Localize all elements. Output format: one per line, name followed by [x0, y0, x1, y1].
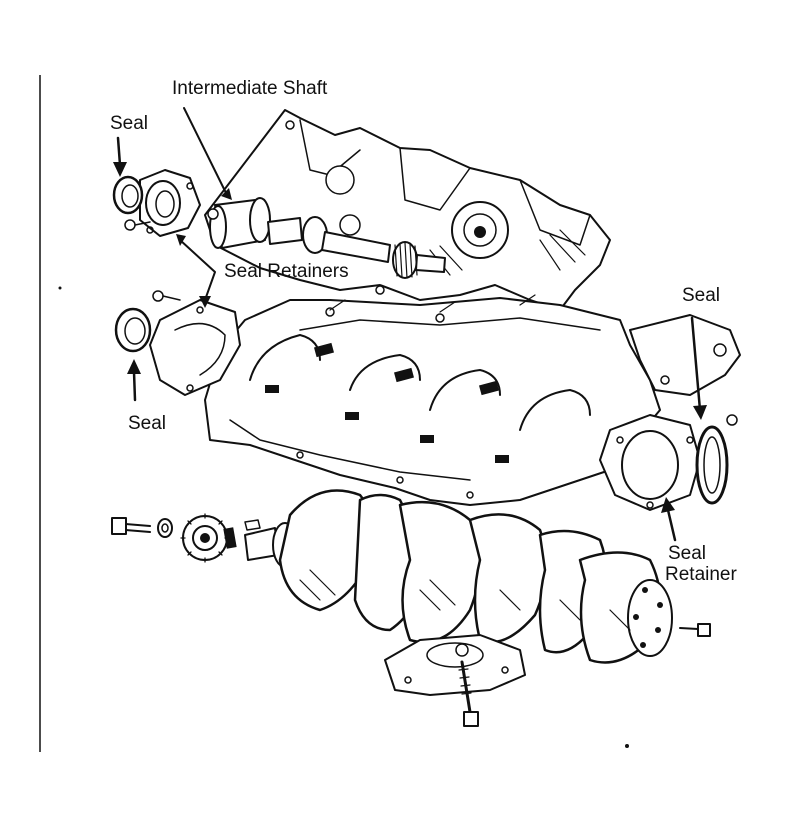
rear-retainer-bolt: [726, 414, 738, 426]
sprocket-washer: [157, 518, 173, 538]
crankshaft: [244, 489, 673, 664]
intermediate-shaft: [207, 197, 446, 279]
main-bearing-cap: [384, 634, 526, 696]
leader-seal-retainers: [176, 234, 216, 308]
sprocket-bolt: [111, 517, 151, 535]
engine-block: [204, 109, 611, 311]
arrow-seal-left: [127, 359, 141, 402]
arrow-seal-right: [690, 316, 707, 420]
intermediate-shaft-seal-retainer: [139, 169, 201, 237]
front-seal: [114, 307, 152, 353]
seal-label-left: Seal: [128, 413, 167, 434]
leader-intermediate-shaft: [183, 107, 232, 200]
intermediate-shaft-label: Intermediate Shaft: [172, 78, 328, 99]
intermediate-shaft-seal: [112, 175, 144, 215]
seal-label-top-left: Seal: [110, 113, 149, 134]
retainer-bolt-lower: [152, 290, 181, 302]
rear-seal: [695, 425, 729, 505]
crank-sprocket: [180, 513, 237, 563]
arrow-seal-top-left: [113, 136, 127, 177]
seal-label-right: Seal: [682, 285, 721, 306]
retainer-bolt: [124, 219, 151, 231]
crankcase-section: [204, 294, 741, 506]
front-seal-retainer: [149, 299, 241, 396]
rear-seal-retainer: [599, 414, 701, 511]
flange-bolt: [679, 623, 711, 637]
main-bearing-bolt: [458, 660, 479, 727]
seal-retainer-label-line2: Retainer: [665, 564, 737, 585]
arrow-seal-retainer: [661, 497, 677, 542]
woodruff-key: [244, 519, 261, 531]
seal-retainer-label-line1: Seal: [668, 543, 707, 564]
seal-retainers-label: Seal Retainers: [224, 261, 349, 282]
